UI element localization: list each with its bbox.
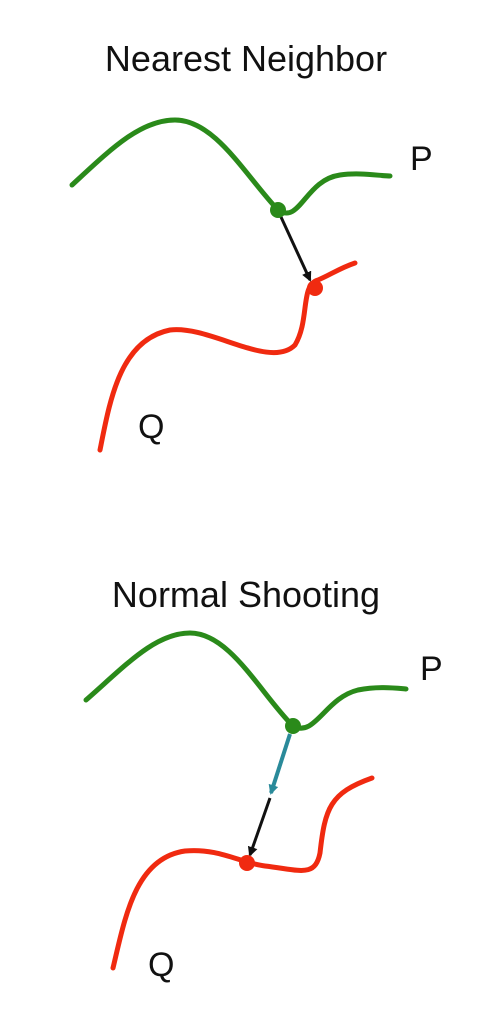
curve-p-label: P [410,140,433,178]
normal-shooting-diagram [83,630,409,971]
normal-vector [268,733,292,795]
nearest-neighbor-arrow [279,216,312,282]
point-on-p [270,202,286,218]
curve-p-label: P [420,650,443,688]
curve-q [97,260,358,453]
shooting-ray-arrow [247,797,272,857]
nearest-neighbor-diagram [69,117,393,453]
nearest-neighbor-panel: Nearest Neighbor P Q [0,0,492,508]
point-on-p [285,718,301,734]
normal-shooting-panel: Normal Shooting P Q [0,508,492,1017]
panel-title: Nearest Neighbor [104,38,388,79]
curve-q-label: Q [148,946,175,984]
nearest-point-on-q [307,280,323,296]
curve-q-label: Q [138,408,165,446]
panel-title: Normal Shooting [111,574,381,615]
curve-q [110,775,375,971]
curve-p [69,117,393,216]
intersection-point-on-q [239,855,255,871]
curve-p [83,630,409,731]
